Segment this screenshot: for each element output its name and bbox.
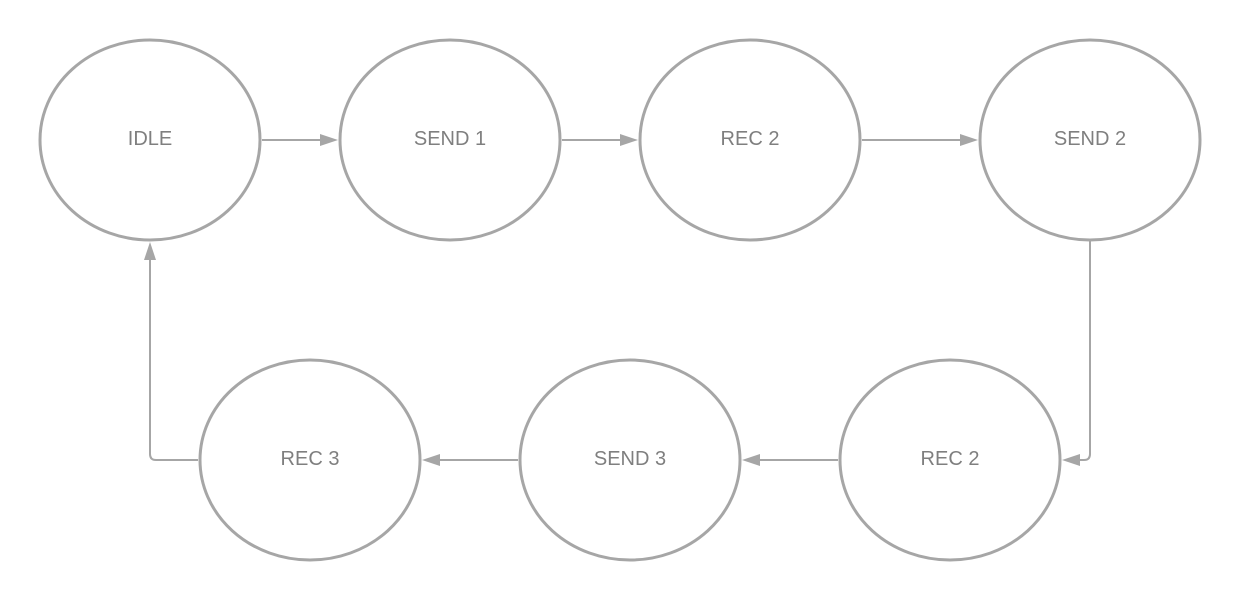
arrowhead-icon	[620, 134, 638, 146]
transition-rec-2-to-send-3	[742, 454, 838, 466]
state-label: IDLE	[128, 128, 172, 150]
arrowhead-icon	[960, 134, 978, 146]
state-label: REC 3	[281, 448, 340, 470]
state-send-2[interactable]: SEND 2	[978, 38, 1202, 242]
transition-send-3-to-rec-3	[422, 454, 518, 466]
state-rec-2-top[interactable]: REC 2	[638, 38, 862, 242]
arrowhead-icon	[320, 134, 338, 146]
state-label: SEND 3	[594, 448, 666, 470]
arrowhead-icon	[422, 454, 440, 466]
transitions	[144, 134, 1091, 466]
state-send-1[interactable]: SEND 1	[338, 38, 562, 242]
state-idle[interactable]: IDLE	[38, 38, 262, 242]
transition-idle-to-send-1	[262, 134, 338, 146]
arrowhead-icon	[742, 454, 760, 466]
state-rec-2-bottom[interactable]: REC 2	[838, 358, 1062, 562]
states: IDLE SEND 1 REC 2 SEND 2 REC 2 SEND 3 RE…	[38, 38, 1202, 562]
arrowhead-icon	[144, 242, 156, 260]
state-label: SEND 1	[414, 128, 486, 150]
state-send-3[interactable]: SEND 3	[518, 358, 742, 562]
transition-send-2-to-rec-2	[1062, 241, 1091, 466]
transition-send-1-to-rec-2	[562, 134, 638, 146]
state-rec-3[interactable]: REC 3	[198, 358, 422, 562]
state-label: SEND 2	[1054, 128, 1126, 150]
state-label: REC 2	[921, 448, 980, 470]
arrowhead-icon	[1062, 454, 1080, 466]
transition-rec-3-to-idle	[144, 242, 198, 461]
state-label: REC 2	[721, 128, 780, 150]
transition-rec-2-to-send-2	[862, 134, 978, 146]
